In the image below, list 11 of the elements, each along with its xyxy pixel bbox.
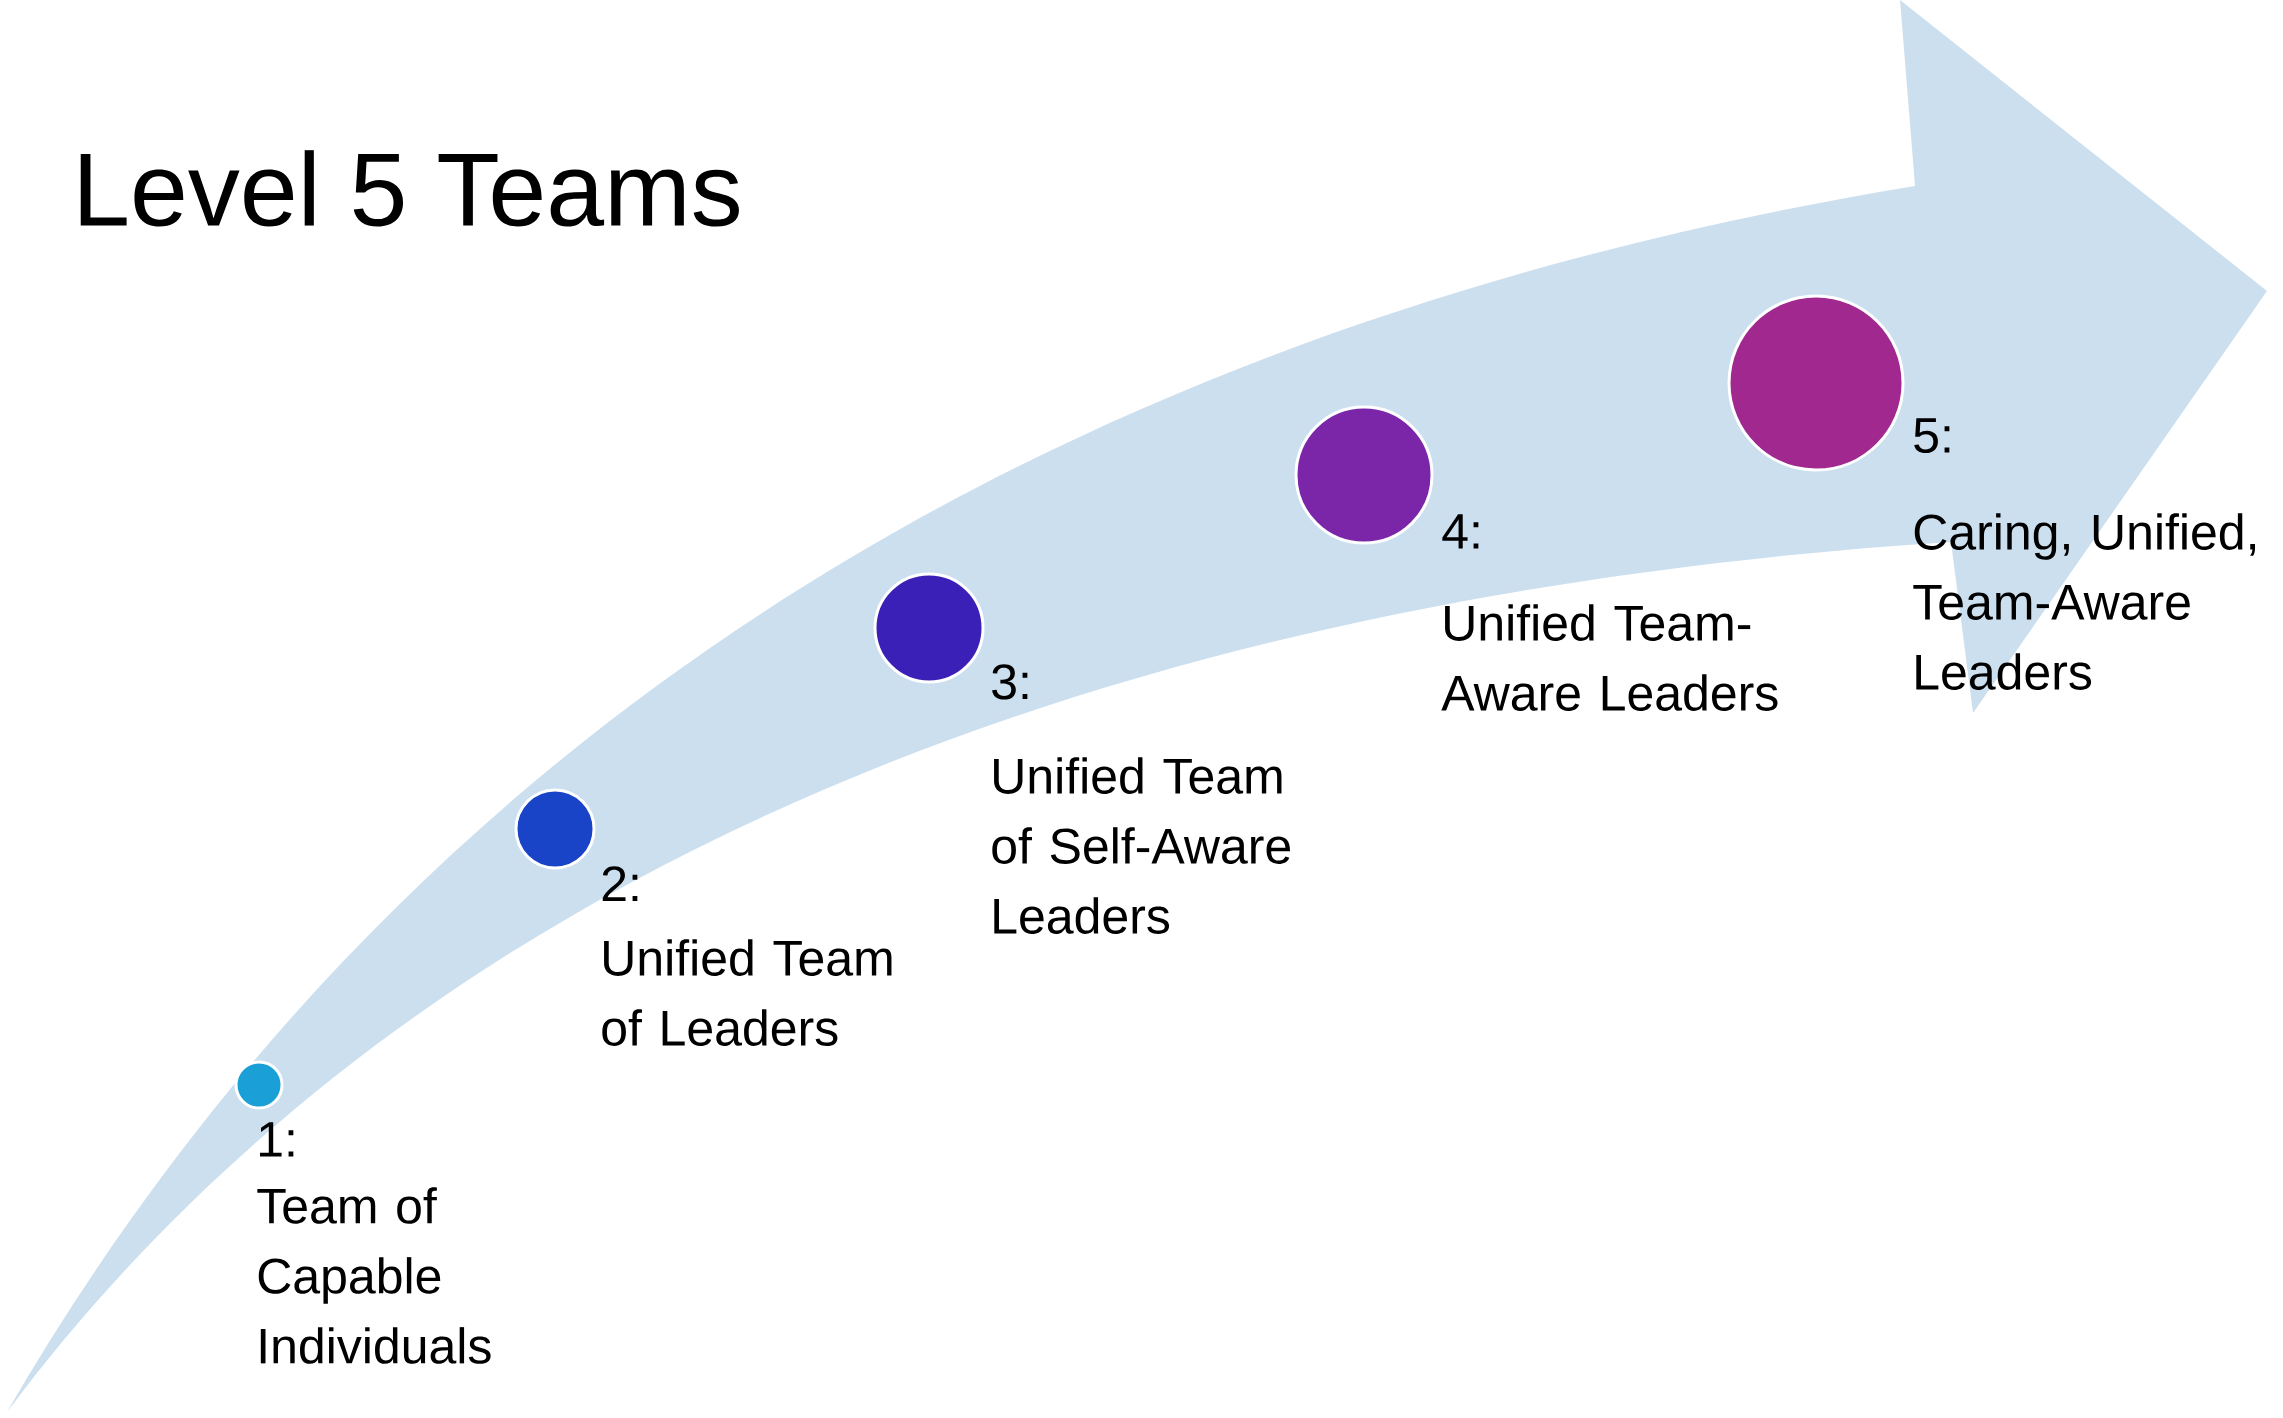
stage-label: Team of Capable Individuals <box>257 1187 491 1364</box>
stage-label: Caring, Unified, Team-Aware Leaders <box>1913 513 2255 690</box>
stage-label: Unified Team of Self-Aware Leaders <box>992 757 1290 934</box>
stage-number: 3: <box>992 664 1028 700</box>
stage-label: Unified Team of Leaders <box>602 939 892 1046</box>
stage-number: 4: <box>1442 514 1479 549</box>
stage-label: Unified Team-Aware Leaders <box>1441 604 1778 711</box>
stage-number: 5: <box>1914 418 1950 454</box>
title: Level 5 Teams <box>80 150 739 227</box>
stage-number: 2: <box>602 866 638 902</box>
stage-number: 1: <box>260 1122 294 1157</box>
